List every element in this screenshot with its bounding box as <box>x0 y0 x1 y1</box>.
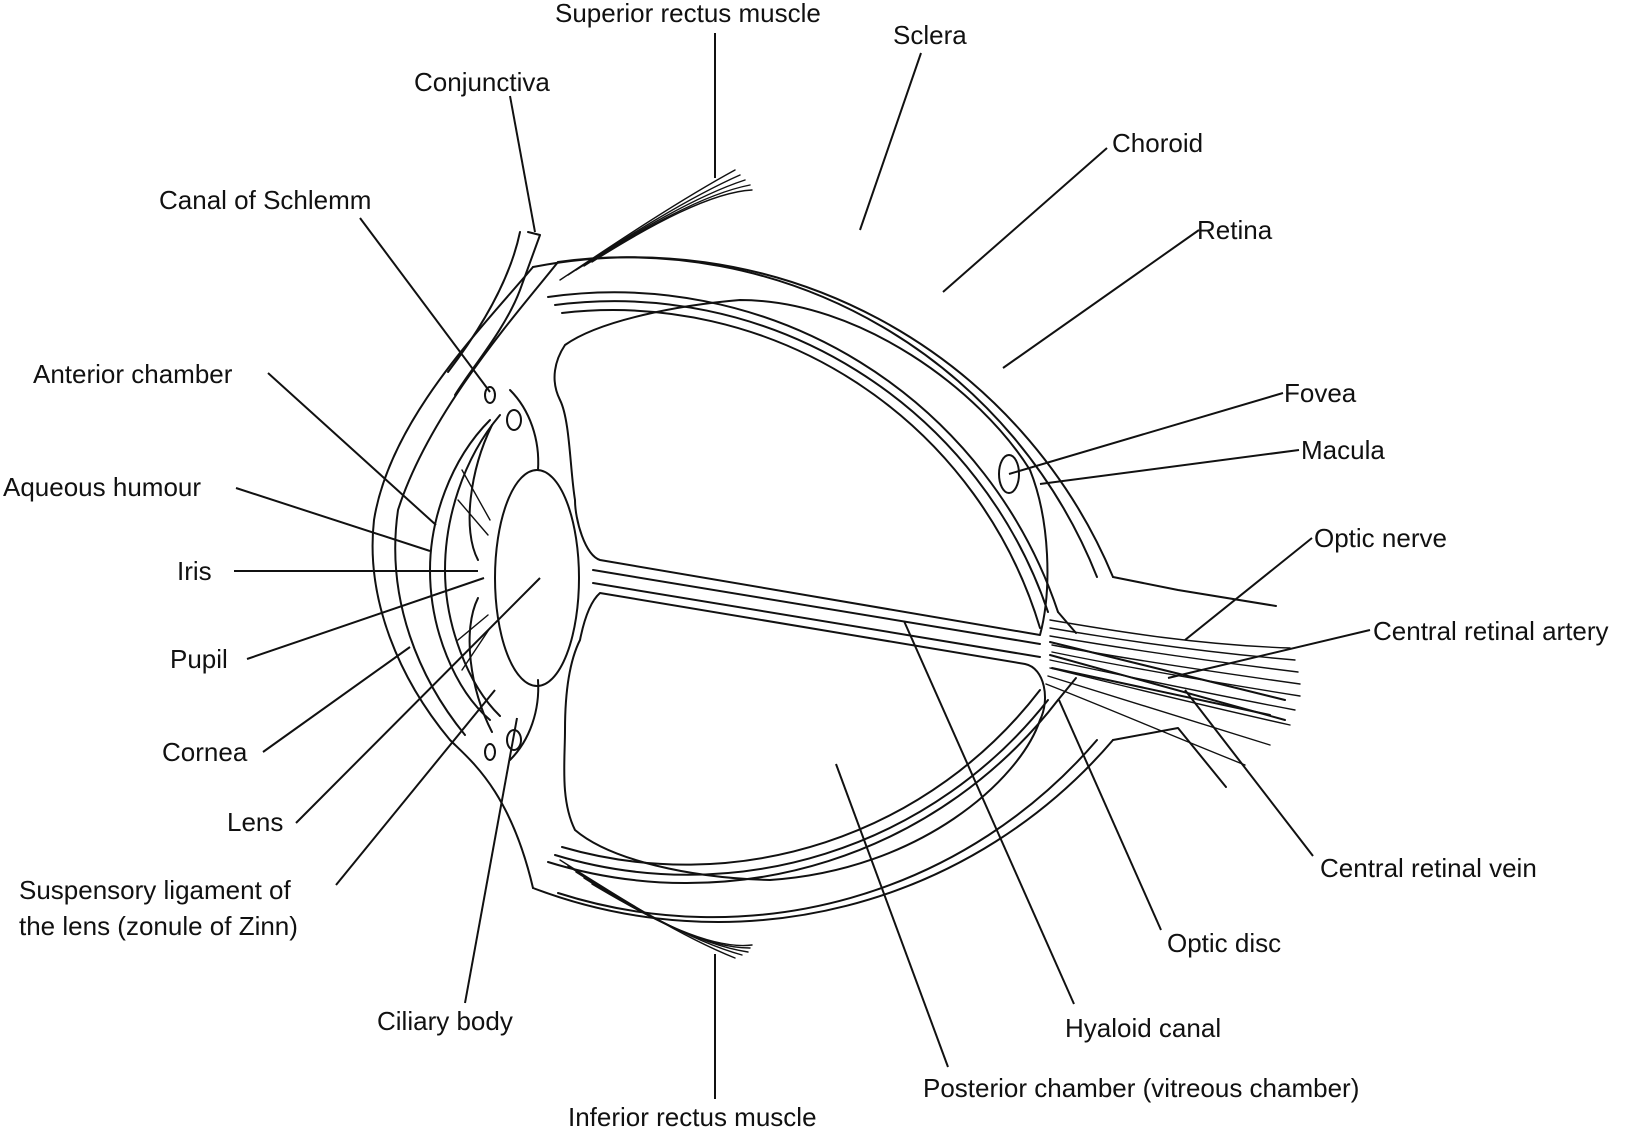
label-choroid: Choroid <box>1112 128 1203 158</box>
label-sclera: Sclera <box>893 20 967 50</box>
label-suspensory-ligament-line2: the lens (zonule of Zinn) <box>19 911 298 941</box>
label-aqueous-humour: Aqueous humour <box>3 472 201 502</box>
cornea-conjunctiva <box>371 231 559 889</box>
labels: Superior rectus muscle Sclera Conjunctiv… <box>3 0 1609 1131</box>
inferior-rectus-fibers <box>559 859 753 959</box>
label-conjunctiva: Conjunctiva <box>414 67 550 97</box>
eye-illustration <box>371 169 1301 959</box>
label-pupil: Pupil <box>170 644 228 674</box>
label-inferior-rectus-muscle: Inferior rectus muscle <box>568 1102 817 1131</box>
label-canal-of-schlemm: Canal of Schlemm <box>159 185 371 215</box>
label-hyaloid-canal: Hyaloid canal <box>1065 1013 1221 1043</box>
label-retina: Retina <box>1197 215 1273 245</box>
optic-nerve-fibers <box>1045 619 1301 766</box>
vitreous-chamber <box>553 299 1049 881</box>
label-suspensory-ligament-line1: Suspensory ligament of <box>19 875 291 905</box>
label-cornea: Cornea <box>162 737 248 767</box>
label-fovea: Fovea <box>1284 378 1357 408</box>
label-central-retinal-artery: Central retinal artery <box>1373 616 1609 646</box>
label-ciliary-body: Ciliary body <box>377 1006 513 1036</box>
label-lens: Lens <box>227 807 283 837</box>
label-superior-rectus-muscle: Superior rectus muscle <box>555 0 821 28</box>
leader-lines <box>234 33 1371 1099</box>
lens-shape <box>494 469 580 687</box>
label-iris: Iris <box>177 556 212 586</box>
label-anterior-chamber: Anterior chamber <box>33 359 233 389</box>
label-optic-nerve: Optic nerve <box>1314 523 1447 553</box>
label-optic-disc: Optic disc <box>1167 928 1281 958</box>
label-central-retinal-vein: Central retinal vein <box>1320 853 1537 883</box>
sclera-layer <box>532 256 1277 923</box>
label-posterior-chamber: Posterior chamber (vitreous chamber) <box>923 1073 1359 1103</box>
macula-spot <box>998 454 1020 494</box>
label-macula: Macula <box>1301 435 1385 465</box>
iris-ciliary <box>457 386 540 761</box>
superior-rectus-fibers <box>559 169 753 281</box>
